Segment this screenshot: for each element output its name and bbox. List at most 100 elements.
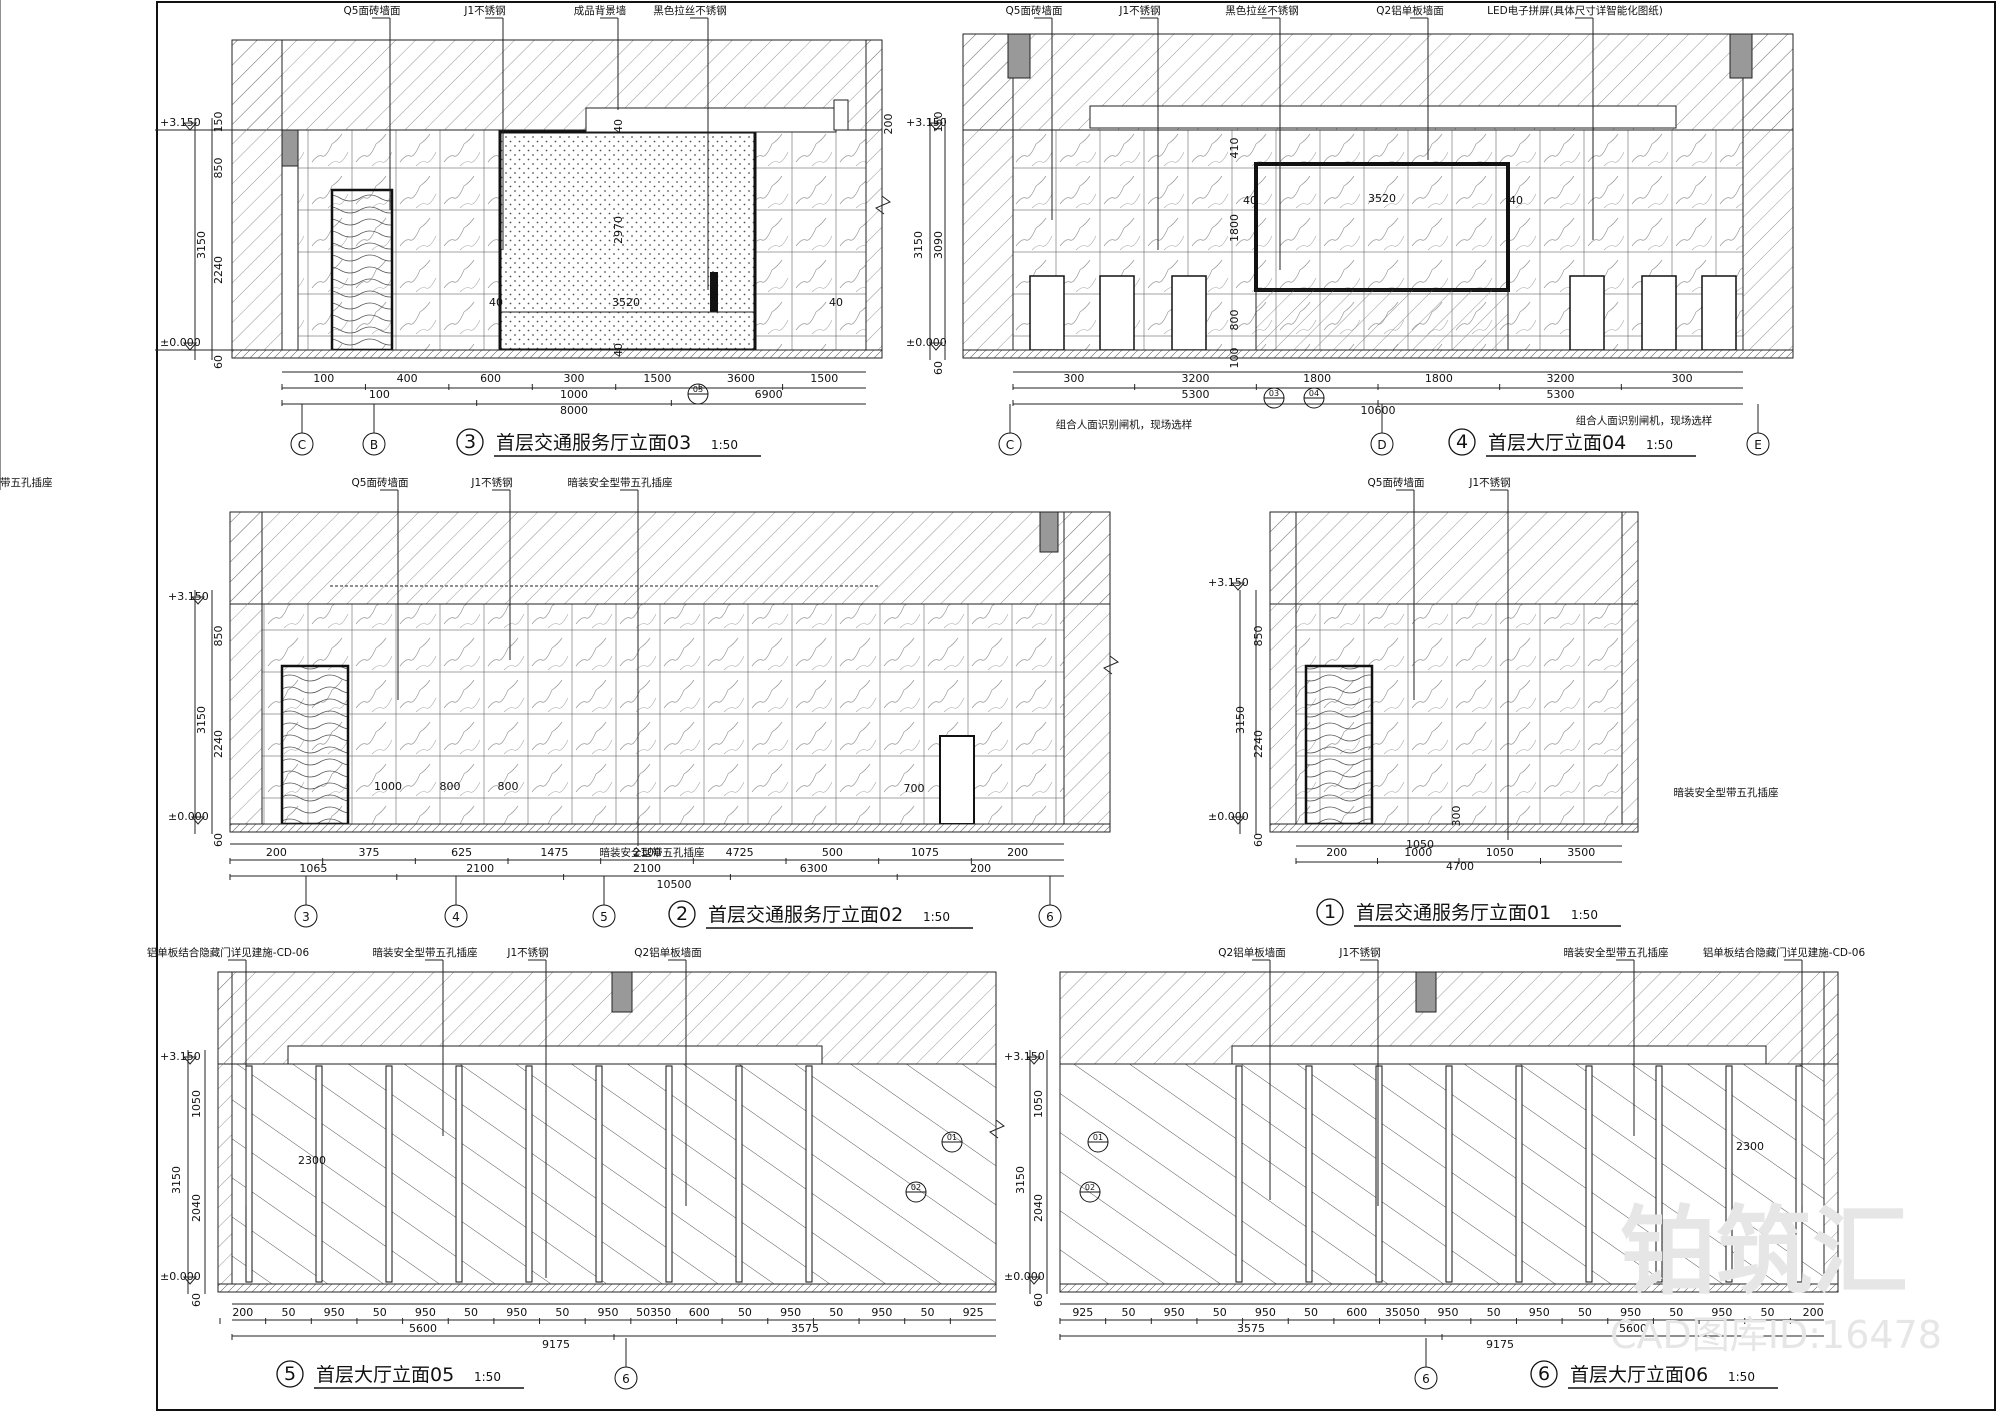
horizontal-dimension: 50	[1487, 1306, 1501, 1319]
face-recognition-gate	[1029, 275, 1065, 351]
horizontal-dimension: 2100	[466, 862, 494, 875]
horizontal-dimension: 1050	[1486, 846, 1514, 859]
horizontal-dimension: 375	[359, 846, 380, 859]
horizontal-dimension: 1500	[643, 372, 671, 385]
material-label: 黑色拉丝不锈钢	[1225, 4, 1299, 17]
horizontal-dimension: 950	[1438, 1306, 1459, 1319]
level-mark: +3.150	[1208, 576, 1249, 589]
horizontal-dimension: 300	[1063, 372, 1084, 385]
horizontal-dimension: 50	[738, 1306, 752, 1319]
vertical-dimension: 3150	[195, 231, 208, 259]
horizontal-dimension: 950	[415, 1306, 436, 1319]
horizontal-dimension: 200	[1803, 1306, 1824, 1319]
level-mark: +3.150	[906, 116, 947, 129]
horizontal-dimension: 4725	[726, 846, 754, 859]
view-title: 首层交通服务厅立面02	[708, 904, 903, 926]
horizontal-dimension: 600	[1346, 1306, 1367, 1319]
horizontal-dimension: 400	[397, 372, 418, 385]
horizontal-dimension: 50	[1121, 1306, 1135, 1319]
axis-label: D	[1377, 438, 1386, 452]
vertical-dimension: 200	[882, 114, 895, 135]
horizontal-dimension: 1000	[1404, 846, 1432, 859]
horizontal-dimension: 200	[232, 1306, 253, 1319]
vertical-dimension: 1050	[1032, 1090, 1045, 1118]
vertical-dimension: 2040	[1032, 1194, 1045, 1222]
vertical-dimension: 1050	[190, 1090, 203, 1118]
vertical-dimension: 850	[1252, 626, 1265, 647]
vertical-dimension: 1800	[1228, 214, 1241, 242]
horizontal-dimension: 1800	[1425, 372, 1453, 385]
view-scale: 1:50	[1728, 1370, 1755, 1384]
view-number: 6	[1538, 1363, 1550, 1385]
face-recognition-gate	[1171, 275, 1207, 351]
panel-joint	[1305, 1065, 1313, 1283]
vertical-dimension: 3090	[932, 231, 945, 259]
material-label: Q5面砖墙面	[1006, 4, 1063, 17]
view-number: 3	[464, 431, 476, 453]
inner-dimension: 40	[612, 119, 625, 133]
level-triangle	[190, 816, 206, 825]
material-label: Q5面砖墙面	[1368, 476, 1425, 489]
horizontal-dimension: 2100	[633, 862, 661, 875]
horizontal-dimension: 300	[564, 372, 585, 385]
elevation-04	[929, 33, 1794, 405]
horizontal-dimension: 1075	[911, 846, 939, 859]
view-title: 首层交通服务厅立面03	[496, 432, 691, 454]
horizontal-dimension: 6300	[800, 862, 828, 875]
panel-joint	[595, 1065, 603, 1283]
face-recognition-gate	[1099, 275, 1135, 351]
panel-joint	[455, 1065, 463, 1283]
level-triangle	[928, 342, 944, 351]
horizontal-dimension: 200	[970, 862, 991, 875]
view-title: 首层大厅立面04	[1488, 432, 1626, 454]
view-scale: 1:50	[923, 910, 950, 924]
horizontal-dimension: 950	[1620, 1306, 1641, 1319]
total-dimension: 8000	[560, 404, 588, 417]
horizontal-dimension: 35050	[1385, 1306, 1420, 1319]
level-triangle	[182, 122, 198, 131]
inner-dimension: 40	[1509, 194, 1523, 207]
panel-joint	[1585, 1065, 1593, 1283]
level-mark: +3.150	[160, 1050, 201, 1063]
panel-joint	[525, 1065, 533, 1283]
horizontal-dimension: 100	[313, 372, 334, 385]
level-triangle	[190, 596, 206, 605]
horizontal-dimension: 950	[1711, 1306, 1732, 1319]
level-triangle	[182, 342, 198, 351]
callout-number: 02	[1085, 1183, 1095, 1192]
level-mark: ±0.000	[168, 810, 209, 823]
horizontal-dimension: 6900	[755, 388, 783, 401]
level-mark: ±0.000	[906, 336, 947, 349]
material-label: J1不锈钢	[1338, 946, 1380, 959]
inner-dimension: 300	[1450, 806, 1463, 827]
elevation-06	[1029, 971, 1839, 1337]
vertical-dimension: 3150	[170, 1166, 183, 1194]
horizontal-dimension: 5300	[1547, 388, 1575, 401]
material-label: 暗装安全型带五孔插座	[0, 476, 53, 489]
level-triangle	[1026, 1276, 1042, 1285]
material-label: J1不锈钢	[1468, 476, 1510, 489]
panel-joint	[1725, 1065, 1733, 1283]
elevation-02	[194, 511, 1111, 877]
horizontal-dimension: 50	[1761, 1306, 1775, 1319]
panel-joint	[735, 1065, 743, 1283]
axis-label: 4	[452, 910, 460, 924]
inner-dimension: 700	[904, 782, 925, 795]
horizontal-dimension: 600	[689, 1306, 710, 1319]
view-number-circle	[1316, 898, 1344, 926]
callout-number: 02	[911, 1183, 921, 1192]
level-triangle	[182, 1276, 198, 1285]
view-number: 4	[1456, 431, 1468, 453]
horizontal-dimension: 50	[921, 1306, 935, 1319]
axis-label: B	[370, 438, 378, 452]
material-label: J1不锈钢	[470, 476, 512, 489]
vertical-dimension: 850	[212, 626, 225, 647]
vertical-dimension: 150	[212, 112, 225, 133]
vertical-dimension: 3150	[1014, 1166, 1027, 1194]
horizontal-dimension: 3200	[1547, 372, 1575, 385]
break-mark	[1103, 655, 1119, 675]
vertical-dimension: 60	[212, 833, 225, 847]
panel-joint	[1375, 1065, 1383, 1283]
view-number-circle	[1448, 428, 1476, 456]
